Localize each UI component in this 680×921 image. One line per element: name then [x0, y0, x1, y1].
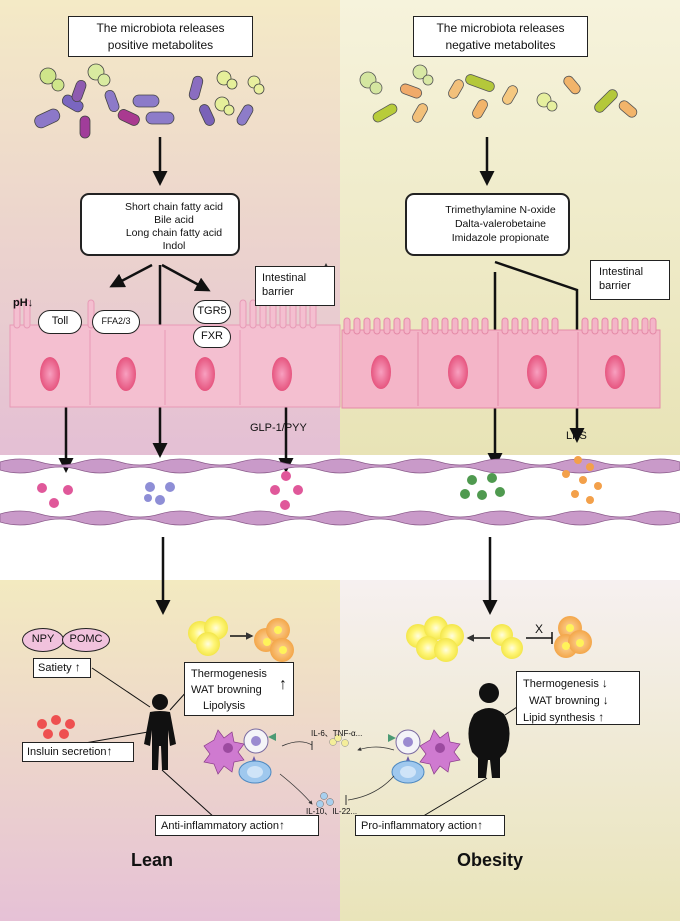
lean-label: Lean [131, 850, 174, 870]
barrier-obese-line1: Intestinal [599, 266, 644, 278]
lean-fat-cells [188, 616, 294, 662]
positive-metabolites-box: Short chain fatty acid Bile acid Long ch… [80, 193, 240, 256]
circulating-dots [37, 456, 602, 510]
pro-inflammatory-box: Pro-inflammatory action↑ [355, 815, 505, 836]
lean-person-icon [144, 694, 176, 770]
lean-effect-3: Lipolysis [203, 700, 246, 712]
obese-effect-3-arrow: ↑ [598, 710, 605, 724]
insulin-label: Insluin secretion [27, 746, 107, 758]
blood-vessel-top [0, 458, 680, 474]
positive-metabolites-header: The microbiota releases positive metabol… [68, 16, 253, 57]
obese-effect-1: Thermogenesis ↓ [523, 675, 639, 692]
insulin-dots [37, 715, 75, 739]
harmful-bacteria-group [359, 64, 638, 123]
ph-label: pH↓ [13, 297, 33, 309]
header-right-line1: The microbiota releases [436, 21, 565, 35]
obese-effect-2: WAT browning ↓ [523, 692, 639, 709]
inhibition-x-mark: X [535, 622, 544, 636]
anti-inflammatory-arrow: ↑ [279, 818, 285, 832]
tgr5-receptor: TGR5 [193, 300, 231, 324]
intestinal-epithelium-right [341, 317, 661, 409]
metabolite-1: Short chain fatty acid [124, 201, 224, 213]
lps-label: LPS [566, 430, 587, 442]
pro-cytokines-label: IL-6、TNF-α... [311, 729, 363, 738]
intestinal-barrier-obese: Intestinal barrier [590, 260, 670, 300]
metabolite-2: Bile acid [154, 214, 194, 226]
pro-inflammatory-arrow: ↑ [477, 818, 484, 832]
negative-metabolites-box: Trimethylamine N-oxide Dalta-valerobetai… [405, 193, 570, 256]
anti-inflammatory-box: Anti-inflammatory action↑ [155, 815, 319, 836]
pomc-oval: POMC [62, 628, 110, 652]
beneficial-bacteria-group [34, 63, 265, 139]
anti-cytokines-label: IL-10、IL-22... [306, 807, 358, 816]
satiety-label: Satiety [38, 662, 72, 674]
fxr-receptor: FXR [193, 326, 231, 348]
glp-label: GLP-1/PYY [250, 422, 307, 434]
intestinal-epithelium-left [9, 299, 341, 408]
negative-metabolites-header: The microbiota releases negative metabol… [413, 16, 588, 57]
satiety-arrow: ↑ [74, 660, 81, 674]
metabolite-neg-3: Imidazole propionate [451, 232, 550, 244]
lean-effect-1: Thermogenesis [191, 668, 267, 680]
obese-effects-box: Thermogenesis ↓ WAT browning ↓ Lipid syn… [516, 671, 640, 725]
obese-effect-1-arrow: ↓ [601, 676, 608, 690]
insulin-arrow: ↑ [106, 744, 113, 758]
obese-effect-2-arrow: ↓ [602, 693, 609, 707]
obese-person-icon [468, 683, 510, 778]
obesity-label: Obesity [457, 850, 524, 870]
anti-inflammatory-label: Anti-inflammatory action [161, 820, 279, 832]
ffa-receptor: FFA2/3 [92, 310, 140, 334]
blood-vessel-bottom [0, 510, 680, 526]
lean-effect-2: WAT browning [191, 684, 262, 696]
npy-oval: NPY [22, 628, 64, 652]
metabolite-4: Indol [162, 240, 186, 252]
header-right-line2: negative metabolites [445, 38, 556, 52]
obese-fat-cells [406, 616, 592, 662]
lean-immune-cells [203, 728, 276, 784]
pro-inflammatory-label: Pro-inflammatory action [361, 820, 478, 832]
metabolite-3: Long chain fatty acid [125, 227, 223, 239]
header-left-line1: The microbiota releases [96, 21, 225, 35]
metabolite-neg-1: Trimethylamine N-oxide [445, 204, 556, 216]
lean-effects-box: Thermogenesis WAT browning Lipolysis ↑ [184, 662, 294, 716]
header-left-line2: positive metabolites [107, 38, 214, 52]
barrier-lean-line1: Intestinal [262, 272, 307, 284]
obese-effect-1-label: Thermogenesis [523, 678, 599, 690]
obese-effect-3-label: Lipid synthesis [523, 712, 596, 724]
lean-effects-arrow: ↑ [279, 676, 287, 693]
barrier-obese-line2: barrier [599, 280, 631, 292]
satiety-box: Satiety ↑ [33, 658, 91, 678]
ph-text: pH [13, 297, 28, 309]
toll-receptor: Toll [38, 310, 82, 334]
lean-cytokine-dots [316, 734, 349, 808]
obese-effect-3: Lipid synthesis ↑ [523, 709, 639, 726]
insulin-secretion-box: Insluin secretion↑ [22, 742, 134, 762]
metabolite-neg-2: Dalta-valerobetaine [454, 218, 547, 230]
ph-down-arrow: ↓ [27, 297, 34, 309]
obese-immune-cells [388, 729, 461, 784]
obese-effect-2-label: WAT browning [529, 695, 600, 707]
barrier-lean-line2: barrier [262, 286, 294, 298]
intestinal-barrier-lean: Intestinal barrier [255, 266, 335, 306]
